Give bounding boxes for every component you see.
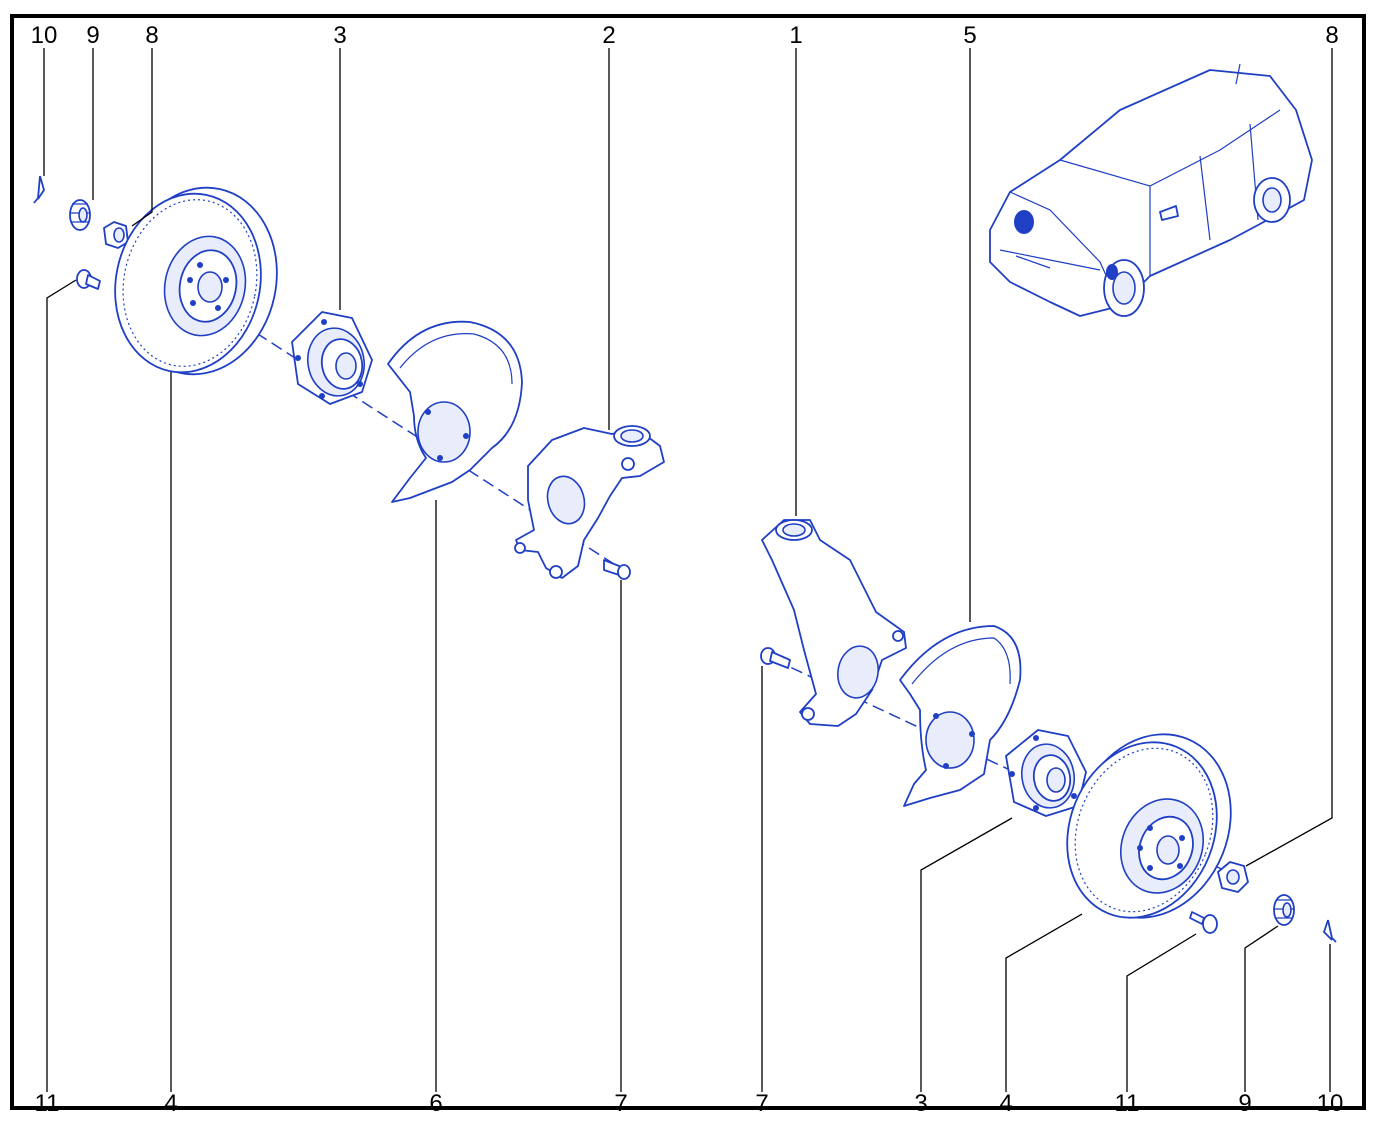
castle-nut-left [69, 199, 91, 231]
label-bottom-4-right: 4 [999, 1090, 1013, 1117]
brake-disc-left [114, 186, 278, 376]
label-bottom-7: 7 [614, 1090, 628, 1117]
label-bottom-9: 9 [1238, 1090, 1252, 1117]
bolt-left [603, 559, 631, 580]
label-top-9: 9 [86, 22, 100, 49]
split-pin-left [33, 175, 45, 204]
hub-nut-right [1217, 861, 1249, 893]
label-top-1: 1 [789, 22, 803, 49]
label-bottom-6: 6 [429, 1090, 443, 1117]
label-top-5: 5 [963, 22, 977, 49]
label-bottom-10: 10 [1316, 1090, 1344, 1117]
label-bottom-3: 3 [914, 1090, 928, 1117]
label-top-10: 10 [30, 22, 58, 49]
diagram-frame [10, 14, 1366, 1110]
label-top-8-right: 8 [1325, 22, 1339, 49]
brake-disc-right [1066, 733, 1232, 919]
label-bottom-11: 11 [34, 1090, 60, 1117]
dust-shield-right [899, 625, 1022, 807]
castle-nut-right [1273, 894, 1295, 926]
steering-knuckle-left [514, 425, 665, 579]
wheel-hub-left [291, 311, 373, 405]
label-top-3: 3 [333, 22, 347, 49]
vehicle-sketch [989, 63, 1313, 317]
split-pin-right [1323, 919, 1337, 943]
label-bottom-4: 4 [164, 1090, 178, 1117]
label-bottom-11-right: 11 [1114, 1090, 1140, 1117]
label-bottom-7-right: 7 [755, 1090, 769, 1117]
hub-nut-left [103, 221, 129, 249]
wheel-bolt-right [1189, 911, 1218, 934]
wheel-hub-right [1005, 729, 1087, 817]
leader-lines [43, 48, 1333, 1092]
steering-knuckle-right [761, 519, 907, 727]
dust-shield-left [387, 320, 523, 503]
wheel-bolt-left [76, 269, 101, 290]
label-top-8: 8 [145, 22, 159, 49]
label-top-2: 2 [602, 22, 616, 49]
bolt-right [760, 647, 791, 669]
